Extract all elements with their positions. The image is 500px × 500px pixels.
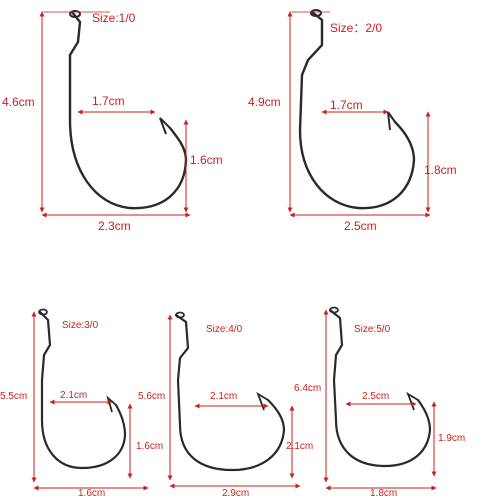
hook-4-length-label: 5.6cm xyxy=(138,391,166,402)
hook-2-gap-label: 1.7cm xyxy=(330,98,363,112)
hook-2-width-label: 2.5cm xyxy=(344,219,377,233)
hook-2 xyxy=(287,9,431,218)
hook-5-barb xyxy=(406,391,419,411)
hook-1-gap-label: 1.7cm xyxy=(92,94,125,108)
hook-1-barb xyxy=(159,117,171,135)
hook-2-shape xyxy=(298,10,416,210)
hook-3-barb xyxy=(106,395,117,413)
hook-3 xyxy=(31,308,149,491)
hook-5-size-label: Size:5/0 xyxy=(354,324,391,335)
hook-2-length-label: 4.9cm xyxy=(248,95,281,109)
hook-5-eye xyxy=(329,306,339,314)
hook-4-size-label: Size:4/0 xyxy=(206,324,243,335)
hook-4 xyxy=(167,311,301,489)
hook-5-bend-label: 1.9cm xyxy=(438,433,466,444)
hook-3-bend-label: 1.6cm xyxy=(136,441,164,452)
hook-2-eye xyxy=(310,9,322,17)
hook-3-width-label: 1.6cm xyxy=(78,488,106,499)
hook-5-width-label: 1.8cm xyxy=(370,488,398,499)
hook-1-eye xyxy=(69,10,81,18)
hook-1-length-label: 4.6cm xyxy=(2,95,35,109)
hook-1-bend-label: 1.6cm xyxy=(190,153,223,167)
hook-3-shape xyxy=(38,310,127,470)
hook-3-length-label: 5.5cm xyxy=(0,391,28,402)
hook-3-size-label: Size:3/0 xyxy=(62,320,99,331)
hook-2-bend-label: 1.8cm xyxy=(424,163,457,177)
hook-3-eye xyxy=(38,308,48,316)
hook-5-shape xyxy=(328,308,432,468)
hook-1-width-label: 2.3cm xyxy=(98,219,131,233)
hook-4-width-label: 2.9cm xyxy=(222,488,250,499)
hook-1 xyxy=(39,10,191,218)
hook-4-eye xyxy=(175,311,185,319)
hook-5-gap-label: 2.5cm xyxy=(362,391,390,402)
hook-3-gap-label: 2.1cm xyxy=(60,390,88,401)
hook-5 xyxy=(323,306,437,491)
hook-2-barb xyxy=(387,111,396,131)
hook-1-shape xyxy=(68,10,188,210)
hook-4-shape xyxy=(174,313,286,472)
hook-4-barb xyxy=(256,391,269,411)
hook-1-size-label: Size:1/0 xyxy=(92,11,136,25)
hook-2-size-label: Size：2/0 xyxy=(330,21,383,35)
hook-4-bend-label: 2.1cm xyxy=(286,441,314,452)
hook-5-length-label: 6.4cm xyxy=(294,383,322,394)
hook-4-gap-label: 2.1cm xyxy=(210,391,238,402)
